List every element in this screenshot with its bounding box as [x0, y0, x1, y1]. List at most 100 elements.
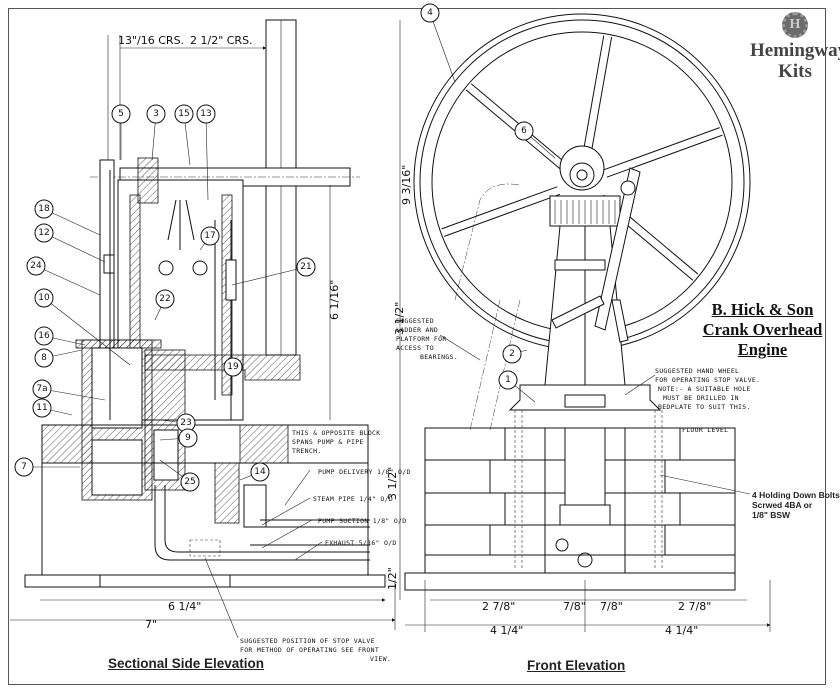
balloon-4: 4	[420, 3, 440, 23]
balloon-label: 18	[38, 204, 50, 214]
balloon-7: 7	[14, 457, 34, 477]
title-line2: Crank Overhead	[702, 320, 823, 339]
note-stop-valve-2: FOR METHOD OF OPERATING SEE FRONT	[240, 646, 379, 654]
dim-2-7-8-right: 2 7/8"	[678, 600, 711, 613]
balloon-circle	[250, 462, 270, 482]
side-view-title: Sectional Side Elevation	[108, 656, 265, 671]
brand-name-line2: Kits	[778, 61, 812, 82]
balloon-circle	[155, 289, 175, 309]
balloon-label: 25	[184, 477, 195, 487]
balloon-label: 13	[200, 109, 211, 119]
note-floor-level: FLOOR LEVEL	[682, 426, 728, 434]
balloon-9: 9	[178, 428, 198, 448]
pump	[214, 462, 240, 524]
note-bolts-line1: 4 Holding Down Bolts	[752, 490, 840, 500]
flywheel-spoke	[581, 35, 605, 157]
balloon-1: 1	[498, 370, 518, 390]
balloon-leader	[429, 12, 456, 83]
balloon-circle	[223, 357, 243, 377]
balloon-3: 3	[146, 104, 166, 124]
balloon-circle	[200, 226, 220, 246]
balloon-circle	[26, 256, 46, 276]
balloon-label: 23	[180, 418, 191, 428]
balloon-circle	[514, 121, 534, 141]
balloon-label: 5	[118, 109, 124, 119]
balloon-label: 16	[38, 331, 50, 341]
balloon-label: 4	[427, 8, 433, 18]
dim-7-8-right: 7/8"	[600, 600, 623, 613]
balloon-label: 1	[505, 375, 511, 385]
dim-9-3-16: 9 3/16"	[400, 165, 413, 205]
balloon-label: 2	[509, 349, 515, 359]
balloon-leader	[41, 388, 106, 401]
dim-1-2: 1/2"	[386, 567, 399, 590]
note-hand-wheel-4: MUST BE DRILLED IN	[663, 394, 739, 402]
balloon-leader	[43, 232, 106, 263]
note-hand-wheel-2: FOR OPERATING STOP VALVE.	[655, 376, 760, 384]
flywheel-spoke	[470, 83, 566, 164]
dim-7: 7"	[145, 618, 157, 631]
balloon-22: 22	[155, 289, 175, 309]
note-ladder-4: ACCESS TO	[396, 344, 434, 352]
dim-6-1-16: 6 1/16"	[328, 280, 341, 320]
note-block-1: THIS & OPPOSITE BLOCK	[292, 429, 380, 437]
balloon-19: 19	[223, 357, 243, 377]
balloon-21: 21	[296, 257, 316, 277]
note-hand-wheel-3: NOTE:- A SUITABLE HOLE	[658, 385, 751, 393]
flywheel-spoke	[603, 127, 720, 171]
balloon-label: 11	[36, 403, 47, 413]
balloon-circle	[174, 104, 194, 124]
balloon-label: 15	[178, 109, 189, 119]
balloon-circle	[196, 104, 216, 124]
dim-4-1-4-right: 4 1/4"	[665, 624, 698, 637]
note-pump-delivery: PUMP DELIVERY 1/8" O/D	[318, 468, 411, 476]
note-holding-bolts: 4 Holding Down Bolts Scrwed 4BA or 1/8" …	[752, 490, 840, 520]
balloon-14: 14	[250, 462, 270, 482]
note-exhaust: EXHAUST 5/16" O/D	[325, 539, 397, 547]
dim-platform-3-1-2: 3 1/2"	[393, 302, 406, 335]
flywheel-spoke	[444, 193, 561, 237]
balloon-8: 8	[34, 348, 54, 368]
dim-2-1-2-crs: 2 1/2" CRS.	[190, 34, 253, 47]
balloon-circle	[34, 223, 54, 243]
balloon-label: 9	[185, 433, 191, 443]
flywheel-spoke	[465, 89, 561, 170]
note-block-2: SPANS PUMP & PIPE	[292, 438, 364, 446]
balloon-15: 15	[174, 104, 194, 124]
balloon-label: 19	[227, 362, 239, 372]
balloon-leader	[35, 265, 101, 296]
note-steam-pipe: STEAM PIPE 1/4" O/D	[313, 495, 393, 503]
balloon-25: 25	[180, 472, 200, 492]
balloon-circle	[32, 379, 52, 399]
note-hand-wheel-5: BEDPLATE TO SUIT THIS.	[658, 403, 751, 411]
title-line3: Engine	[737, 340, 788, 359]
balloon-circle	[111, 104, 131, 124]
balloon-6: 6	[514, 121, 534, 141]
balloon-18: 18	[34, 199, 54, 219]
side-elevation: 13"/16 CRS. 2 1/2" CRS. 9 3/16" 6 1/16" …	[10, 19, 413, 663]
balloon-circle	[296, 257, 316, 277]
front-balloons: 4 6 2 1	[420, 3, 556, 403]
balloon-17: 17	[200, 226, 220, 246]
flywheel-spoke	[606, 134, 723, 178]
balloon-label: 21	[300, 262, 311, 272]
flywheel-spoke	[441, 186, 558, 230]
dim-7-8-left: 7/8"	[563, 600, 586, 613]
dim-4-1-4-left: 4 1/4"	[490, 624, 523, 637]
balloon-circle	[420, 3, 440, 23]
balloon-2: 2	[502, 344, 522, 364]
note-stop-valve-3: VIEW.	[370, 655, 391, 663]
flywheel-spoke	[589, 36, 613, 159]
balloon-11: 11	[32, 398, 52, 418]
balloon-label: 12	[38, 228, 49, 238]
note-ladder-3: PLATFORM FOR	[396, 335, 447, 343]
balloon-circle	[180, 472, 200, 492]
front-elevation: 3 1/2" 2 7/8" 7/8" 7/8" 2 7/8" 4 1/4" 4 …	[393, 3, 771, 637]
balloon-10: 10	[34, 288, 54, 308]
note-hand-wheel-1: SUGGESTED HAND WHEEL	[655, 367, 739, 375]
balloon-leader	[43, 297, 131, 366]
brand-name-line1: Hemingway	[750, 40, 840, 61]
balloon-leader	[43, 208, 101, 236]
